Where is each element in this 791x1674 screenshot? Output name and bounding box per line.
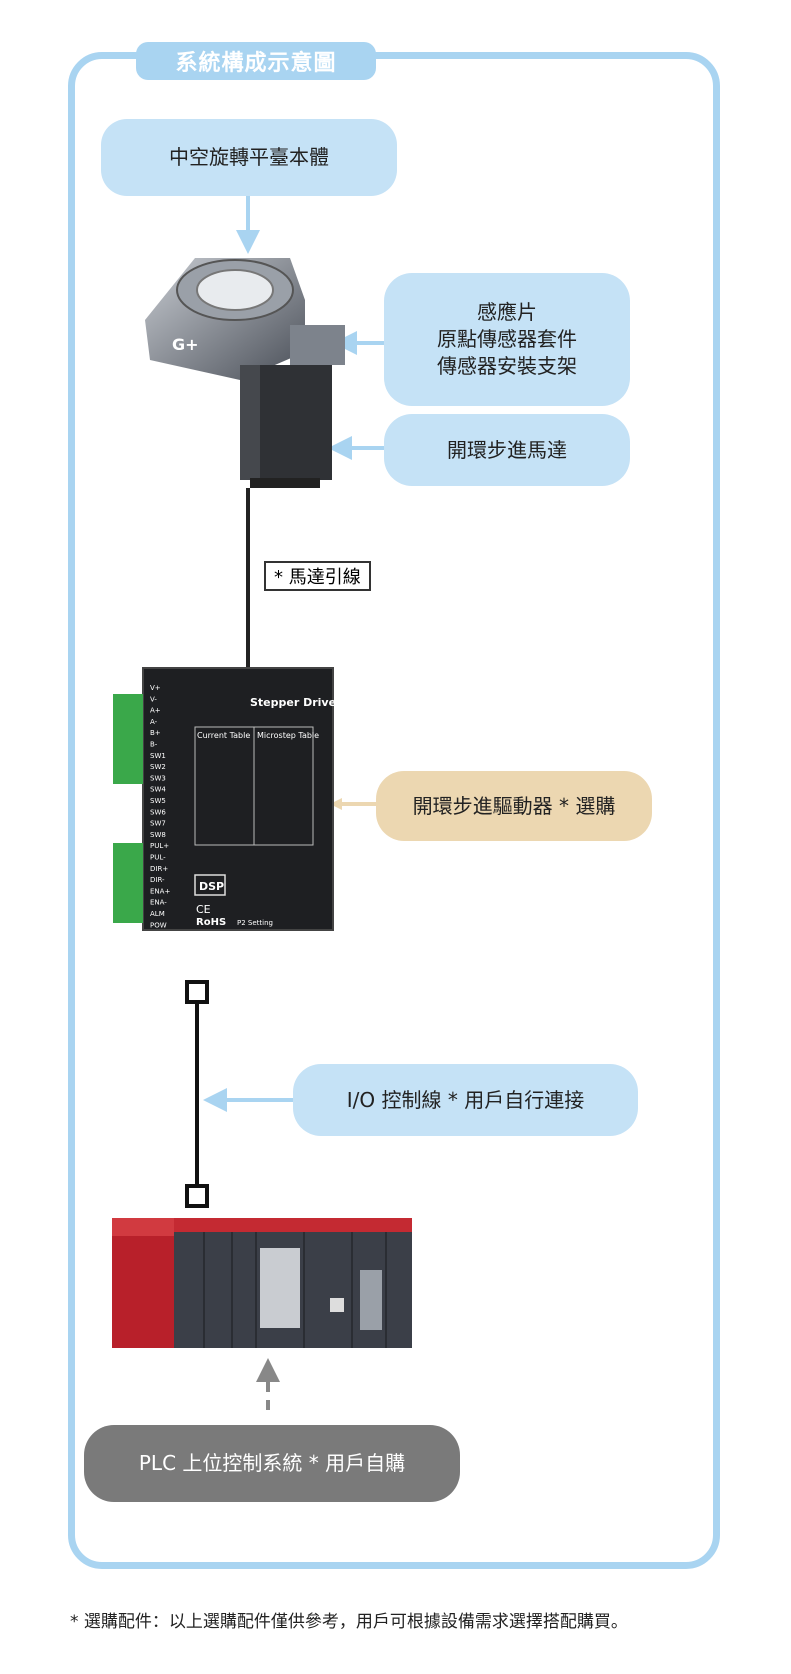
rotary-table-image: G+ [145, 258, 345, 380]
driver-pin-label: SW2 [150, 763, 166, 771]
bubble-io-text: I/O 控制線 * 用戶自行連接 [346, 1087, 585, 1112]
driver-pin-label: V+ [150, 684, 161, 692]
driver-dsp: DSP [199, 880, 224, 893]
driver-pin-label: ALM [150, 910, 165, 918]
driver-pin-label: SW3 [150, 774, 166, 782]
stepper-motor-image [240, 365, 332, 488]
arrow-driver-head [330, 798, 342, 810]
bubble-sensor-line-2: 原點傳感器套件 [437, 327, 577, 351]
bubble-plc: PLC 上位控制系統 * 用戶自購 [84, 1425, 460, 1502]
bubble-table: 中空旋轉平臺本體 [101, 119, 397, 196]
driver-pin-label: SW8 [150, 831, 166, 839]
io-connector-bottom [185, 1184, 209, 1208]
bubble-sensor-line-3: 傳感器安裝支架 [437, 354, 577, 378]
driver-pin-label: B+ [150, 729, 161, 737]
bubble-table-text: 中空旋轉平臺本體 [169, 145, 329, 169]
bubble-sensor-line-1: 感應片 [477, 300, 537, 324]
io-connector-top [185, 980, 209, 1004]
bubble-driver-text: 開環步進驅動器 * 選購 [412, 793, 616, 818]
bubble-io: I/O 控制線 * 用戶自行連接 [293, 1064, 638, 1136]
bubble-motor-text: 開環步進馬達 [447, 437, 567, 462]
driver-pin-label: SW1 [150, 752, 166, 760]
driver-setting: P2 Setting [237, 919, 273, 927]
driver-pin-label: ENA+ [150, 887, 170, 895]
driver-pin-label: POW [150, 921, 167, 929]
driver-brand: Stepper Driver [250, 696, 342, 709]
bubble-plc-text: PLC 上位控制系統 * 用戶自購 [138, 1451, 406, 1475]
diagram-title: 系統構成示意圖 [136, 42, 376, 80]
driver-pin-label: A+ [150, 707, 161, 715]
driver-pin-label: DIR- [150, 876, 165, 884]
driver-pin-label: SW5 [150, 797, 166, 805]
driver-microstep-table: Microstep Table [257, 731, 319, 740]
driver-rohs: RoHS [196, 917, 226, 928]
driver-pin-label: ENA- [150, 899, 167, 907]
plc-image [112, 1218, 412, 1348]
bubble-driver: 開環步進驅動器 * 選購 [376, 771, 652, 841]
driver-pin-label: PUL+ [150, 842, 169, 850]
bubble-sensor: 感應片 原點傳感器套件 傳感器安裝支架 [384, 273, 630, 406]
stepper-driver-image [113, 667, 334, 931]
driver-pin-label: B- [150, 741, 158, 749]
driver-pin-label: PUL- [150, 854, 166, 862]
driver-pin-label: SW6 [150, 808, 166, 816]
driver-pin-label: V- [150, 695, 157, 703]
driver-current-table: Current Table [197, 731, 250, 740]
driver-pin-label: A- [150, 718, 158, 726]
bubble-motor: 開環步進馬達 [384, 414, 630, 486]
driver-pin-labels: V+ V- A+ A- B+ B- SW1SW2SW3SW4SW5SW6SW7SW8PUL+… [150, 684, 170, 929]
motor-cable-label: * 馬達引線 [264, 561, 371, 591]
svg-text:G+: G+ [172, 335, 199, 354]
driver-pin-label: SW7 [150, 820, 166, 828]
footnote: * 選購配件：以上選購配件僅供參考，用戶可根據設備需求選擇搭配購買。 [70, 1612, 628, 1632]
driver-pin-label: DIR+ [150, 865, 168, 873]
driver-ce: CE [196, 903, 211, 916]
diagram-frame [68, 52, 720, 1569]
driver-pin-label: SW4 [150, 786, 166, 794]
